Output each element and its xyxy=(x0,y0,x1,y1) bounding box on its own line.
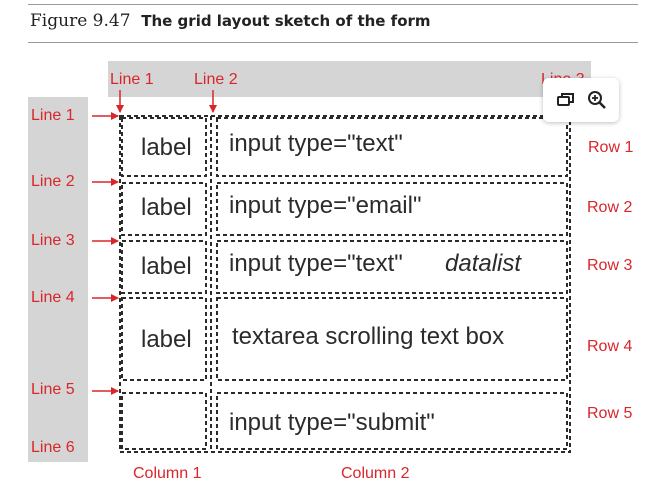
zoom-in-button[interactable] xyxy=(586,89,608,111)
caption-rule xyxy=(28,42,638,43)
cell-r4c1-text: label xyxy=(141,326,192,353)
cell-r4c2 xyxy=(216,297,568,381)
cell-r2c2 xyxy=(216,182,568,236)
row-line-band xyxy=(28,97,88,462)
image-toolbar xyxy=(543,78,619,122)
cell-r1c2-text: input type="text" xyxy=(229,130,403,157)
top-rule xyxy=(28,4,638,5)
row-line-3-label: Line 3 xyxy=(31,232,75,249)
row-5-label: Row 5 xyxy=(587,405,633,422)
figure-caption: Figure 9.47 The grid layout sketch of th… xyxy=(30,11,431,31)
cell-r1c1-text: label xyxy=(141,134,192,161)
cell-r5c2 xyxy=(216,392,568,450)
cell-r4c2-text: textarea scrolling text box xyxy=(232,323,505,350)
cell-r4c1 xyxy=(121,297,207,381)
cell-r3c2-text: input type="text" xyxy=(229,250,403,277)
cell-r1c1 xyxy=(121,117,207,177)
cell-r3c1-text: label xyxy=(141,253,192,280)
row-line-4-label: Line 4 xyxy=(31,289,75,306)
crop-icon xyxy=(557,93,574,106)
row-4-label: Row 4 xyxy=(587,338,633,355)
row-line-5-label: Line 5 xyxy=(31,381,75,398)
figure-title: The grid layout sketch of the form xyxy=(141,12,431,30)
row-line-2-label: Line 2 xyxy=(31,173,75,190)
column-line-band xyxy=(108,61,591,97)
column-line-2-label: Line 2 xyxy=(194,71,238,88)
cell-r2c1 xyxy=(121,182,207,236)
cell-r3c1 xyxy=(121,240,207,294)
grid-cells xyxy=(119,115,571,453)
column-1-label: Column 1 xyxy=(133,465,202,482)
cell-r5c2-text: input type="submit" xyxy=(229,409,435,436)
crop-button[interactable] xyxy=(555,89,577,111)
row-2-label: Row 2 xyxy=(587,199,633,216)
row-line-1-label: Line 1 xyxy=(31,107,75,124)
cell-r5c1 xyxy=(121,392,207,450)
column-line-1-label: Line 1 xyxy=(110,71,154,88)
figure-number: Figure 9.47 xyxy=(30,11,131,31)
row-1-label: Row 1 xyxy=(588,139,634,156)
zoom-in-icon xyxy=(588,91,606,109)
cell-r2c2-text: input type="email" xyxy=(229,192,422,219)
cell-r3c2 xyxy=(216,240,568,294)
grid-outer-frame xyxy=(119,115,571,453)
cell-r3c2-datalist: datalist xyxy=(445,250,522,277)
row-3-label: Row 3 xyxy=(587,257,633,274)
cell-r1c2 xyxy=(216,117,568,177)
row-line-6-label: Line 6 xyxy=(31,439,75,456)
column-2-label: Column 2 xyxy=(341,465,410,482)
cell-r2c1-text: label xyxy=(141,194,192,221)
